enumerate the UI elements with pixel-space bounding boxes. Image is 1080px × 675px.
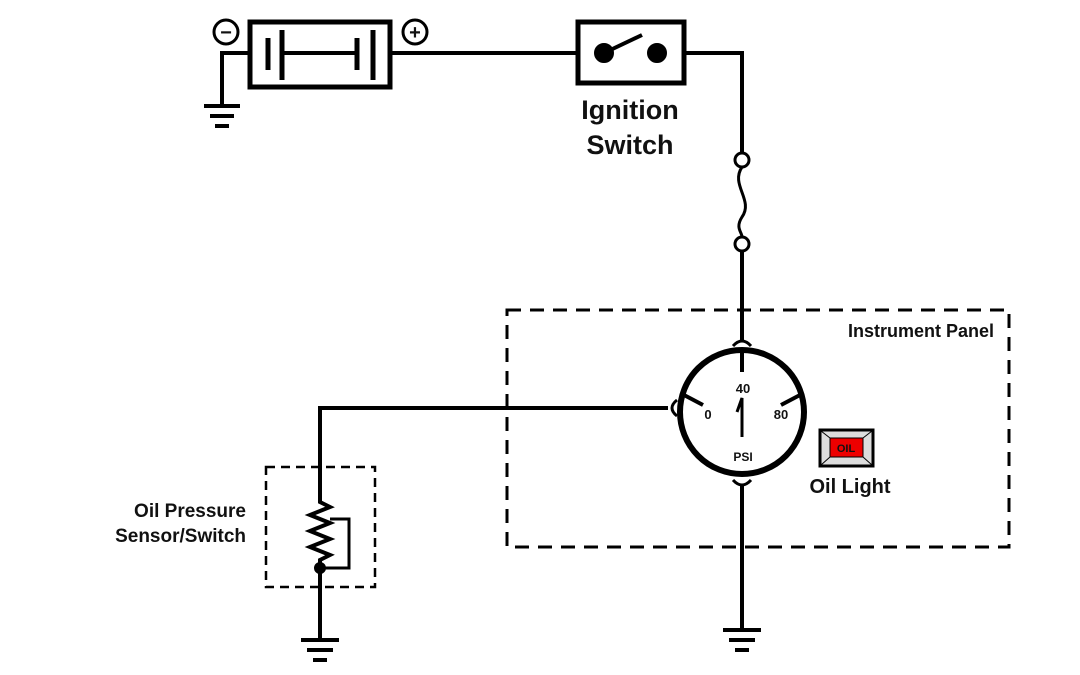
ground-icon [204, 51, 250, 128]
wire [318, 406, 668, 496]
fuse-icon [733, 151, 751, 253]
svg-text:+: + [409, 22, 421, 44]
variable-resistor-icon [304, 496, 351, 574]
plus-terminal-icon: + [401, 18, 429, 46]
svg-text:PSI: PSI [733, 450, 752, 464]
wire [684, 51, 744, 153]
svg-text:−: − [220, 22, 232, 44]
instrument-panel-box [505, 308, 1011, 549]
svg-text:OIL: OIL [837, 443, 856, 455]
battery [247, 19, 393, 90]
oil-pressure-gauge: 40 0 80 PSI [670, 339, 807, 487]
oil-warning-light: OIL [818, 428, 875, 468]
minus-terminal-icon: − [212, 18, 240, 46]
sensor-label: Sensor/Switch [115, 526, 246, 547]
svg-text:40: 40 [736, 381, 750, 396]
ignition-switch [575, 19, 687, 86]
ground-icon [301, 638, 339, 662]
ignition-label: Ignition [581, 95, 678, 125]
svg-text:0: 0 [704, 407, 711, 422]
instrument-panel-label: Instrument Panel [848, 321, 994, 341]
sensor-box [264, 465, 377, 589]
sensor-label: Oil Pressure [134, 501, 246, 522]
oil-light-label: Oil Light [809, 476, 890, 498]
svg-text:80: 80 [774, 407, 788, 422]
ignition-label: Switch [586, 130, 673, 160]
ground-icon [723, 628, 761, 652]
